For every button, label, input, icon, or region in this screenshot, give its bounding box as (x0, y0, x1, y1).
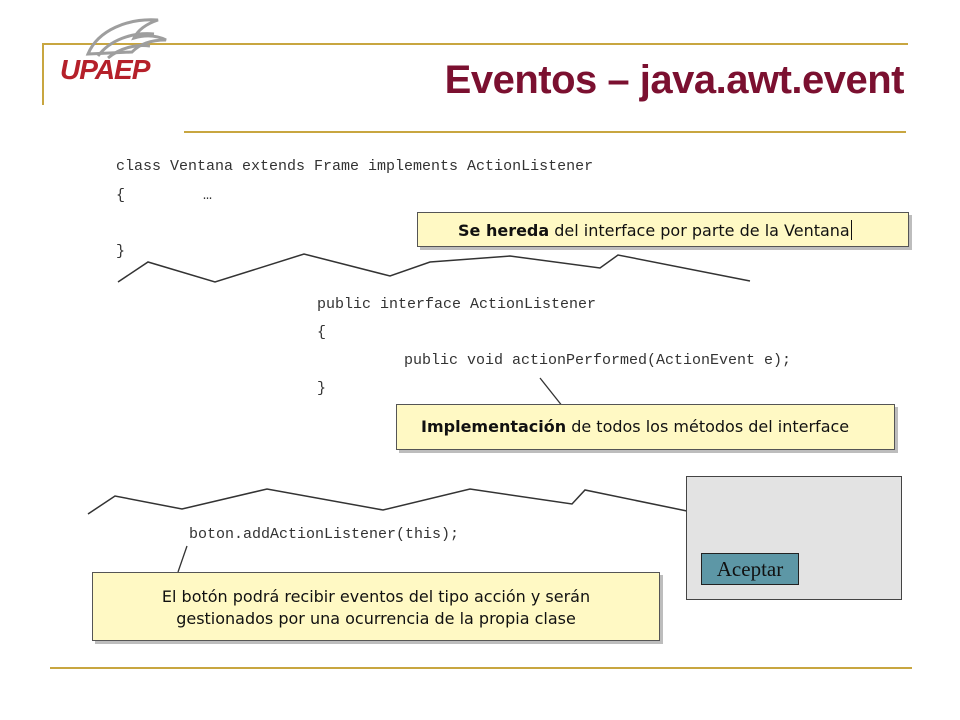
sample-window: Aceptar (686, 476, 902, 600)
callout-eventos-line1: El botón podrá recibir eventos del tipo … (161, 587, 591, 606)
header-left-rule (42, 43, 44, 105)
header-top-rule (42, 43, 908, 45)
callout-implementacion-bold: Implementación (421, 417, 567, 436)
code-ellipsis: … (203, 187, 213, 204)
callout-eventos-line2: gestionados por una ocurrencia de la pro… (176, 609, 576, 628)
zigzag-separator-bottom (87, 488, 717, 518)
callout-eventos: El botón podrá recibir eventos del tipo … (92, 572, 660, 641)
zigzag-separator-top (117, 253, 751, 283)
code-open-brace: { (116, 187, 126, 204)
code-open-brace: { (317, 324, 327, 341)
page-title: Eventos – java.awt.event (444, 58, 905, 102)
pointer-line-implementation (539, 377, 564, 408)
upaep-logo: UPAEP (58, 10, 178, 90)
logo-text: UPAEP (60, 54, 150, 85)
code-close-brace: } (116, 243, 126, 260)
code-close-brace: } (317, 380, 327, 397)
pointer-line-eventos (177, 545, 188, 573)
eagle-icon (85, 18, 167, 60)
callout-herencia: Se hereda del interface por parte de la … (417, 212, 909, 247)
code-method-declaration: public void actionPerformed(ActionEvent … (404, 352, 792, 369)
code-class-declaration: class Ventana extends Frame implements A… (116, 158, 594, 175)
footer-rule (50, 667, 912, 669)
callout-implementacion: Implementación de todos los métodos del … (396, 404, 895, 450)
code-add-listener: boton.addActionListener(this); (189, 526, 460, 543)
text-cursor (850, 220, 853, 240)
header-bottom-rule (184, 131, 906, 133)
callout-herencia-text: del interface por parte de la Ventana (549, 221, 850, 240)
aceptar-button[interactable]: Aceptar (701, 553, 799, 585)
callout-implementacion-text: de todos los métodos del interface (566, 417, 850, 436)
callout-herencia-bold: Se hereda (458, 221, 550, 240)
code-interface-declaration: public interface ActionListener (317, 296, 597, 313)
